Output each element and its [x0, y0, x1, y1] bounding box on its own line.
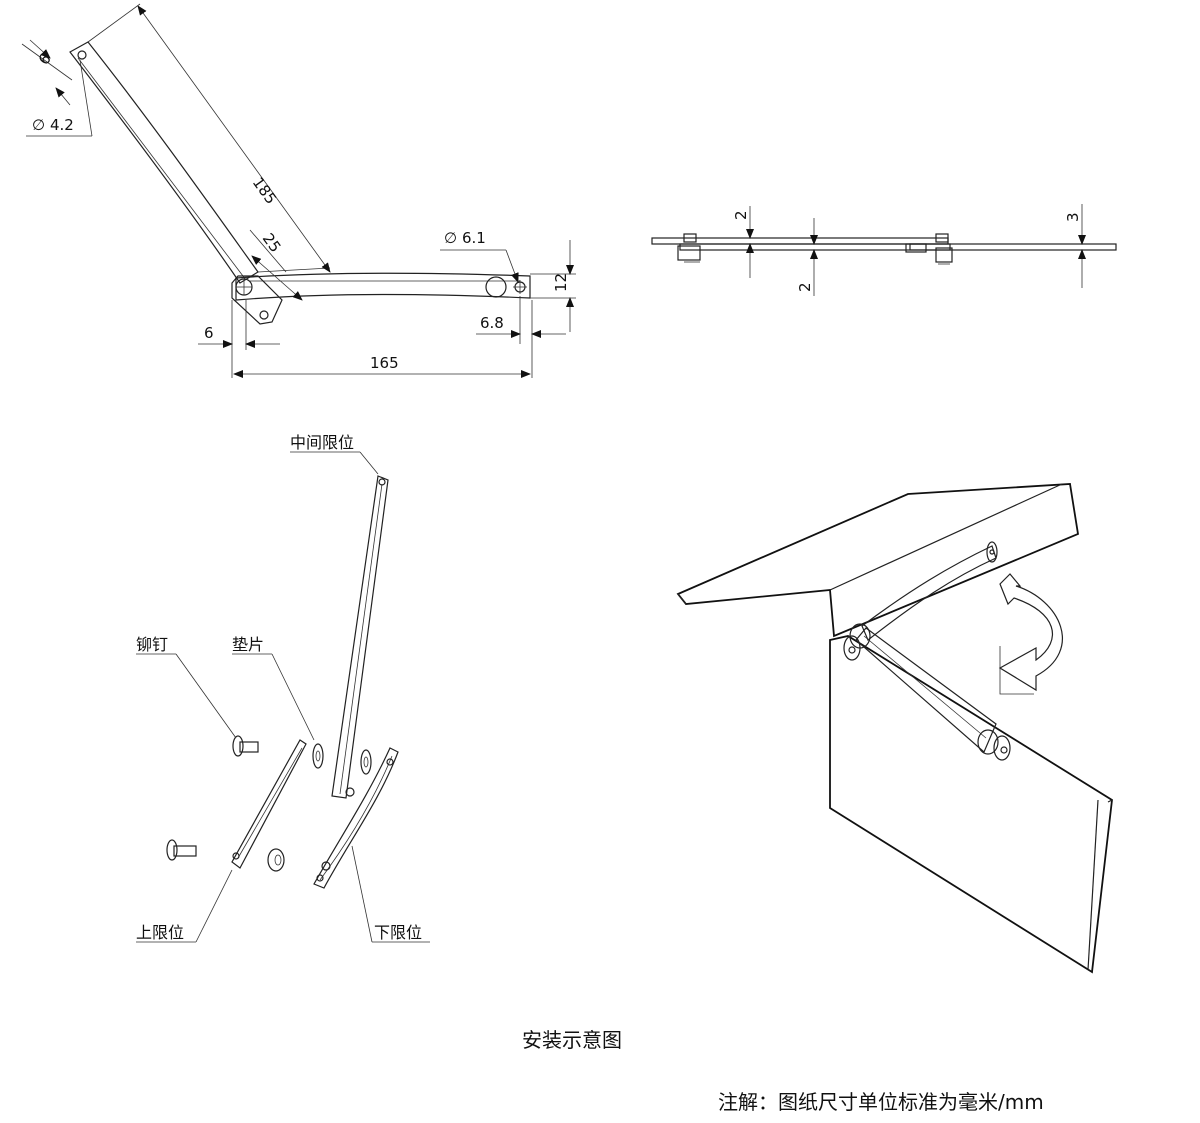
side-thickness: 3 [1064, 212, 1082, 222]
washer [312, 743, 324, 769]
dim-hole-large: 6.1 [462, 229, 486, 247]
upper-limit-bar [231, 739, 307, 869]
dim-long-length: 185 [249, 174, 280, 208]
label-rivet: 铆钉 [136, 635, 168, 654]
dim-hole-small: 4.2 [50, 116, 74, 134]
lid-panel [676, 483, 1080, 638]
exploded-view: 中间限位 铆钉 垫片 上限位 [136, 433, 430, 943]
dia-symbol-1: ∅ [32, 116, 45, 134]
install-title: 安装示意图 [522, 1028, 622, 1052]
label-upper-limit: 上限位 [136, 923, 184, 942]
dim-height: 12 [552, 273, 570, 292]
unit-note: 注解：图纸尺寸单位标准为毫米/mm [718, 1090, 1044, 1114]
label-washer: 垫片 [232, 635, 264, 654]
lower-stay-arm [855, 627, 997, 753]
stay-dimension-view: 185 6 ∅ 4.2 25 ∅ 6.1 12 6 [21, 3, 576, 378]
nut [267, 848, 285, 872]
rotation-arrow-icon [998, 573, 1063, 692]
side-view: 2 2 3 [651, 204, 1117, 296]
large-boss [485, 276, 507, 298]
pivot-plate [231, 275, 283, 325]
middle-limit-bar [331, 475, 389, 799]
dim-pivot-offset: 25 [259, 230, 285, 256]
label-lower-limit: 下限位 [374, 923, 422, 942]
small-hole [77, 50, 87, 60]
dim-right-margin: 6.8 [480, 314, 504, 332]
side-gap-b: 2 [796, 282, 814, 292]
installation-view [676, 483, 1113, 974]
label-middle-limit: 中间限位 [290, 433, 354, 452]
rivet-head [232, 735, 244, 757]
side-gap-a: 2 [732, 210, 750, 220]
long-arm [69, 41, 259, 284]
lower-limit-bar [313, 747, 399, 889]
door-panel [829, 635, 1113, 974]
dia-symbol-2: ∅ [444, 229, 457, 247]
dim-left-margin: 6 [204, 324, 214, 342]
dim-total-length: 165 [370, 354, 399, 372]
